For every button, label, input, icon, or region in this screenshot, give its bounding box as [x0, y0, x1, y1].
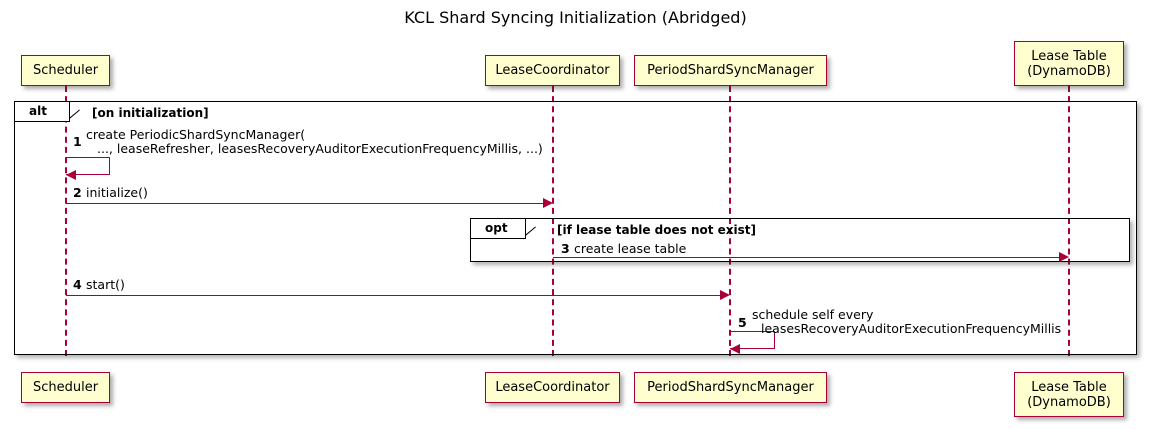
message-4-line [66, 295, 721, 296]
participant-periodshardsyncmanager-bottom[interactable]: PeriodShardSyncManager [634, 372, 827, 403]
message-5-self-loop [730, 331, 775, 349]
message-1-label-line1: create PeriodicShardSyncManager( [86, 127, 306, 142]
message-5-label-line1: schedule self every [752, 307, 874, 322]
fragment-alt-condition: [on initialization] [92, 106, 209, 120]
message-2-label: initialize() [86, 185, 148, 200]
participant-periodshardsyncmanager-top[interactable]: PeriodShardSyncManager [634, 55, 827, 86]
message-5-number: 5 [738, 315, 747, 330]
participant-scheduler-bottom[interactable]: Scheduler [21, 372, 110, 403]
message-3-number: 3 [561, 241, 570, 256]
fragment-opt-condition: [if lease table does not exist] [557, 223, 757, 237]
participant-periodshardsyncmanager-label: PeriodShardSyncManager [647, 63, 814, 78]
participant-leasecoordinator-top[interactable]: LeaseCoordinator [485, 55, 620, 86]
fragment-opt [470, 218, 1130, 262]
participant-leasetable-bottom[interactable]: Lease Table (DynamoDB) [1014, 372, 1124, 417]
message-2-number: 2 [73, 185, 82, 200]
lifeline-periodshardsyncmanager [729, 86, 731, 356]
participant-leasecoordinator-bottom[interactable]: LeaseCoordinator [485, 372, 620, 403]
participant-leasetable-label-line2: (DynamoDB) [1027, 63, 1111, 79]
fragment-opt-label-notch [526, 219, 539, 239]
diagram-title: KCL Shard Syncing Initialization (Abridg… [404, 8, 747, 27]
message-1-self-loop [66, 157, 110, 175]
message-1-number: 1 [73, 134, 82, 149]
participant-leasecoordinator-label: LeaseCoordinator [495, 63, 610, 78]
message-2-line [66, 203, 544, 204]
participant-periodshardsyncmanager-label-bottom: PeriodShardSyncManager [647, 380, 814, 395]
participant-leasetable-top[interactable]: Lease Table (DynamoDB) [1014, 41, 1124, 86]
fragment-alt [14, 101, 1137, 355]
lifeline-leasetable [1068, 86, 1070, 356]
participant-scheduler-top[interactable]: Scheduler [21, 55, 110, 86]
lifeline-scheduler [65, 86, 67, 356]
message-3-line [553, 257, 1059, 258]
lifeline-leasecoordinator [552, 86, 554, 356]
message-5-arrowhead [730, 344, 740, 354]
participant-leasecoordinator-label-bottom: LeaseCoordinator [495, 380, 610, 395]
message-2-arrowhead [543, 198, 553, 208]
fragment-alt-label-notch [70, 102, 83, 122]
participant-leasetable-label-line1: Lease Table [1031, 48, 1107, 64]
fragment-opt-label: opt [485, 221, 508, 235]
participant-scheduler-label: Scheduler [32, 63, 99, 78]
message-4-number: 4 [73, 277, 82, 292]
message-1-arrowhead [66, 170, 76, 180]
message-1-label-line2: ..., leaseRefresher, leasesRecoveryAudit… [97, 141, 543, 156]
message-4-arrowhead [720, 290, 730, 300]
participant-scheduler-label-bottom: Scheduler [32, 380, 99, 395]
message-3-arrowhead [1059, 252, 1069, 262]
fragment-alt-label-box: alt [15, 102, 70, 122]
fragment-opt-label-box: opt [471, 219, 526, 239]
fragment-alt-label: alt [29, 104, 47, 118]
message-4-label: start() [86, 277, 125, 292]
message-5-label-line2: leasesRecoveryAuditorExecutionFrequencyM… [761, 321, 1062, 336]
participant-leasetable-label-bottom-line2: (DynamoDB) [1027, 394, 1111, 410]
participant-leasetable-label-bottom-line1: Lease Table [1031, 379, 1107, 395]
message-3-label: create lease table [574, 241, 687, 256]
